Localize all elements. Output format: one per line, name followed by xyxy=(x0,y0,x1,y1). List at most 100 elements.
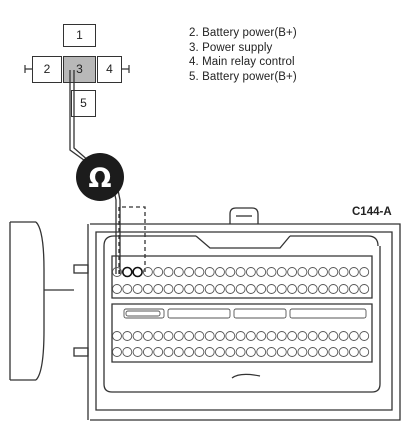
ecm-pin xyxy=(153,284,164,294)
ecm-pin xyxy=(173,267,184,277)
ecm-pin xyxy=(359,347,370,357)
ecm-pin xyxy=(359,331,370,341)
relay-pin-3: 3 xyxy=(63,56,96,83)
ecm-pin xyxy=(153,267,164,277)
ecm-pin xyxy=(235,284,246,294)
ecm-pin xyxy=(348,347,359,357)
ecm-pin xyxy=(307,267,318,277)
ecm-pin xyxy=(266,347,277,357)
ecm-pin xyxy=(287,267,298,277)
ecm-pin xyxy=(142,347,153,357)
ohmmeter-body xyxy=(76,153,124,201)
ecm-pin xyxy=(142,284,153,294)
ecm-pin xyxy=(245,347,256,357)
ohm-icon: Ω xyxy=(89,163,112,194)
ecm-pin xyxy=(348,267,359,277)
relay-pin-2: 2 xyxy=(32,56,62,83)
relay-pin-2-number: 2 xyxy=(43,62,51,76)
ecm-pin xyxy=(235,267,246,277)
ecm-pin xyxy=(194,331,205,341)
ecm-pin xyxy=(266,331,277,341)
ecm-pin xyxy=(235,347,246,357)
ecm-large-slot xyxy=(233,308,287,319)
ecm-pin xyxy=(142,331,153,341)
ecm-pin xyxy=(348,284,359,294)
ecm-pin xyxy=(245,284,256,294)
ecm-pin xyxy=(328,284,339,294)
ecm-pin xyxy=(225,331,236,341)
legend-item: 5. Battery power(B+) xyxy=(189,70,297,83)
ecm-pin xyxy=(276,284,287,294)
ecm-pin xyxy=(256,331,267,341)
ecm-pin xyxy=(359,267,370,277)
ecm-pin xyxy=(194,284,205,294)
legend-item: 2. Battery power(B+) xyxy=(189,27,297,39)
ecm-pin xyxy=(163,331,174,341)
ecm-pin xyxy=(153,331,164,341)
ecm-pin xyxy=(132,284,143,294)
connector-outer-body xyxy=(90,223,401,421)
ecm-pin xyxy=(297,284,308,294)
ecm-pin xyxy=(112,331,122,341)
ecm-pin xyxy=(266,284,277,294)
ecm-pin xyxy=(328,331,339,341)
ecm-pin xyxy=(173,284,184,294)
ecm-pin xyxy=(225,284,236,294)
ecm-pin xyxy=(204,267,215,277)
ecm-pin xyxy=(287,347,298,357)
ecm-pin xyxy=(256,284,267,294)
ecm-pin xyxy=(173,331,184,341)
ecm-pin xyxy=(153,347,164,357)
connector-lever-inner xyxy=(35,221,74,381)
ecm-pin xyxy=(266,267,277,277)
ecm-pin xyxy=(348,331,359,341)
ecm-pin xyxy=(318,284,328,294)
probe-wire-relay xyxy=(69,70,89,164)
ecm-pin xyxy=(338,331,349,341)
ecm-pin xyxy=(132,266,143,278)
insert-outline xyxy=(103,246,381,393)
ecm-pin xyxy=(225,267,236,277)
ohmmeter: Ω xyxy=(76,153,124,201)
ecm-pin xyxy=(194,347,205,357)
ecm-pin xyxy=(163,284,174,294)
dashed-probe-outline xyxy=(118,206,146,274)
legend-item: 4. Main relay control xyxy=(189,56,295,68)
ecm-pin xyxy=(318,331,328,341)
ecm-pin xyxy=(245,267,256,277)
ecm-pin xyxy=(132,331,143,341)
relay-pin-1: 1 xyxy=(63,24,96,47)
ecm-pin xyxy=(122,284,133,294)
relay-pin-1-number: 1 xyxy=(76,28,83,42)
ecm-pin xyxy=(215,331,225,341)
connector-latch xyxy=(229,207,259,224)
legend-item: 3. Power supply xyxy=(189,41,273,54)
ecm-pin xyxy=(338,267,349,277)
connector-face xyxy=(95,231,393,411)
ecm-pin xyxy=(256,267,267,277)
ecm-pin xyxy=(215,284,225,294)
pin-legend: 2. Battery power(B+) 3. Power supply 4. … xyxy=(189,26,297,84)
ecm-pin xyxy=(359,284,370,294)
probe-wire-ecm xyxy=(117,189,121,274)
row-group-bottom xyxy=(111,303,373,363)
ecm-connector xyxy=(9,207,401,421)
ecm-pin xyxy=(297,331,308,341)
ecm-pin xyxy=(184,284,195,294)
relay-pin-4-number: 4 xyxy=(106,62,113,76)
relay-pin-5-number: 5 xyxy=(80,96,87,110)
ecm-large-slot xyxy=(167,308,231,319)
lever-pivot-bottom xyxy=(73,347,89,357)
ecm-large-slot xyxy=(289,308,367,319)
ecm-large-slot xyxy=(123,308,165,319)
ecm-pin xyxy=(122,266,133,278)
ecm-pin xyxy=(297,267,308,277)
ecm-pin xyxy=(122,347,133,357)
ecm-pin xyxy=(194,267,205,277)
ecm-pin xyxy=(276,267,287,277)
row-group-top xyxy=(111,255,373,299)
ecm-pin xyxy=(256,347,267,357)
ecm-pin xyxy=(235,331,246,341)
ecm-pin xyxy=(297,347,308,357)
ecm-pin xyxy=(338,284,349,294)
